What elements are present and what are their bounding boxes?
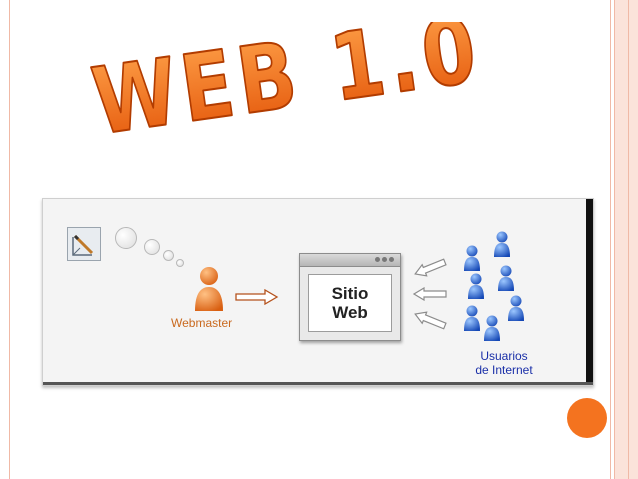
arrow-right-icon (235, 289, 279, 305)
site-label-line1: Sitio (331, 284, 369, 303)
thought-bubble-icon (176, 259, 184, 267)
users-label-line1: Usuarios (480, 349, 528, 363)
thought-bubble-icon (144, 239, 160, 255)
slide-title-text: WEB 1.0 (90, 22, 487, 156)
window-titlebar (300, 254, 400, 267)
arrow-left-icon (414, 311, 447, 330)
user-person-icon (464, 245, 480, 271)
site-box: Sitio Web (308, 274, 392, 332)
panel-bottom-line (43, 382, 593, 385)
slide-border-right-band (614, 0, 638, 479)
slide-border-right-line (628, 0, 629, 479)
webmaster-person-icon (195, 267, 223, 311)
users-label: Usuarios de Internet (459, 349, 549, 377)
browser-window-icon: Sitio Web (299, 253, 401, 341)
users-group (464, 231, 524, 341)
slide-border-left (9, 0, 10, 479)
slide-border-right-inner (610, 0, 611, 479)
user-person-icon (498, 265, 514, 291)
webmaster-label: Webmaster (171, 316, 233, 330)
web-diagram: Webmaster Sitio Web (42, 198, 594, 386)
thought-bubble-icon (163, 250, 174, 261)
panel-right-bar (586, 199, 593, 385)
thought-bubble-icon (115, 227, 137, 249)
users-label-line2: de Internet (475, 363, 533, 377)
pencil-icon (67, 227, 101, 261)
user-person-icon (484, 315, 500, 341)
arrow-left-icon (413, 287, 447, 301)
user-person-icon (494, 231, 510, 257)
user-person-icon (508, 295, 524, 321)
slide-title: WEB 1.0 (90, 22, 488, 157)
arrow-left-icon (414, 258, 447, 277)
user-person-icon (464, 305, 480, 331)
site-label-line2: Web (332, 303, 368, 322)
user-person-icon (468, 273, 484, 299)
orange-bullet-dot (567, 398, 607, 438)
